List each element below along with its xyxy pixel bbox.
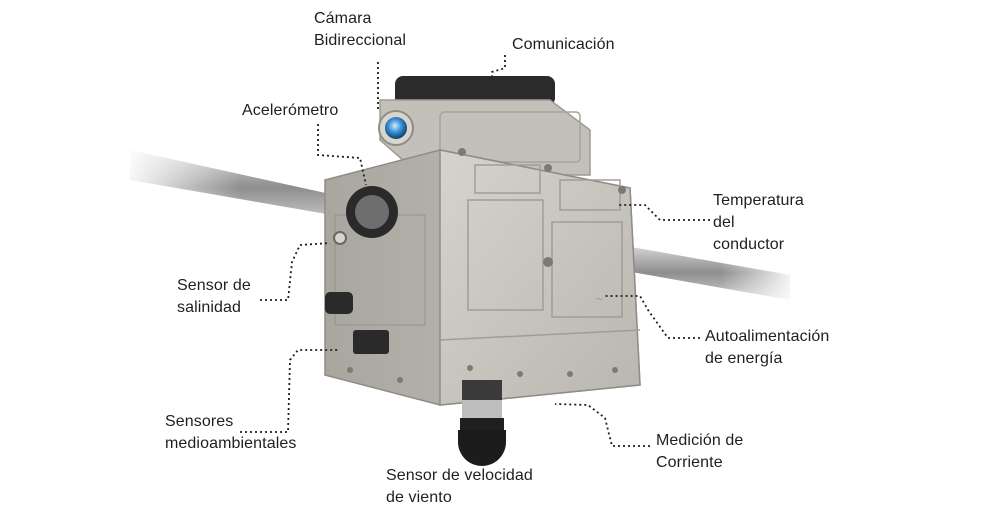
label-temperatura-del-conductor: Temperatura del conductor [713, 190, 804, 256]
wind-speed-sensor [458, 380, 506, 466]
label-sensor-de-salinidad: Sensor de salinidad [177, 275, 251, 319]
label-line: conductor [713, 236, 785, 253]
label-sensores-medioambientales: Sensores medioambientales [165, 411, 296, 455]
label-line: Temperatura [713, 192, 804, 209]
label-line: del [713, 214, 735, 231]
leader-line-salinidad [260, 242, 331, 301]
label-line: salinidad [177, 299, 242, 316]
label-line: Cámara [314, 10, 372, 27]
label-line: Bidireccional [314, 32, 407, 49]
label-acelerometro: Acelerómetro [242, 100, 338, 122]
leader-line-acelerometro [317, 124, 367, 186]
label-line: Autoalimentación [705, 328, 830, 345]
communication-module [395, 76, 555, 106]
label-line: Sensores [165, 413, 234, 430]
label-line: Acelerómetro [242, 102, 339, 119]
label-line: de energía [705, 350, 783, 367]
label-line: Sensor de velocidad [386, 467, 533, 484]
leader-line-comunicacion [491, 55, 506, 80]
label-autoalimentacion: Autoalimentación de energía [705, 326, 829, 370]
label-line: de viento [386, 489, 452, 506]
label-line: medioambientales [165, 435, 297, 452]
label-medicion-de-corriente: Medición de Corriente [656, 430, 743, 474]
environmental-sensor-module [353, 330, 389, 354]
label-camara-bidireccional: Cámara Bidireccional [314, 8, 406, 52]
svg-text:~: ~ [595, 291, 603, 307]
label-comunicacion: Comunicación [512, 34, 615, 56]
label-sensor-velocidad-viento: Sensor de velocidad de viento [386, 465, 533, 509]
label-line: Medición de [656, 432, 744, 449]
sensor-device-body: ~ [324, 76, 641, 466]
leader-line-corriente [554, 403, 650, 447]
leader-line-autoalimentacion [605, 295, 700, 339]
leader-line-medioambientales [240, 349, 338, 433]
leader-line-temperatura [618, 204, 710, 221]
salinity-sensor [333, 231, 347, 245]
leader-lines [240, 55, 710, 447]
label-line: Comunicación [512, 36, 615, 53]
camera-lens-icon [385, 117, 407, 139]
label-line: Sensor de [177, 277, 251, 294]
label-line: Corriente [656, 454, 723, 471]
